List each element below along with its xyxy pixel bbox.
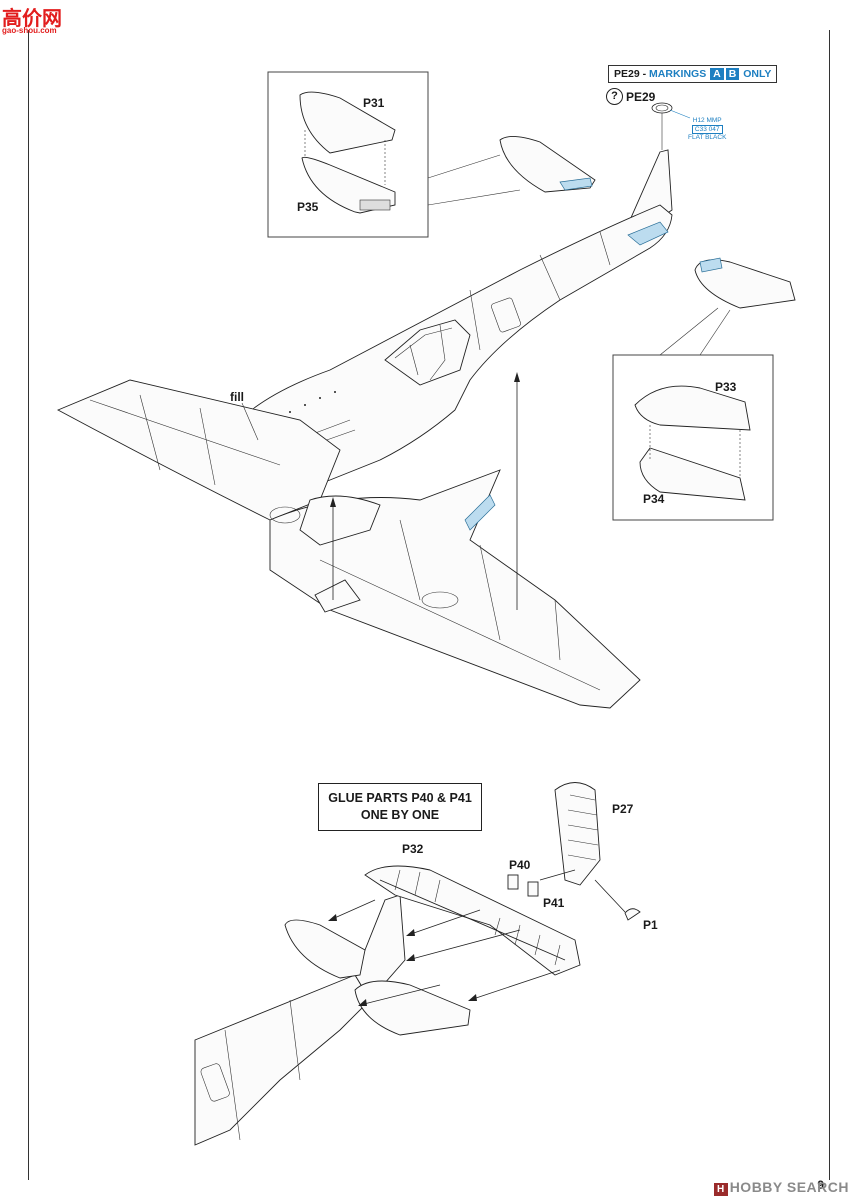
pe29-callout: ? PE29 xyxy=(606,88,655,105)
marking-a-badge: A xyxy=(710,68,724,80)
color-code-line1: H12 MMP xyxy=(692,117,722,124)
label-fill: fill xyxy=(230,390,244,404)
part-p1 xyxy=(624,908,641,921)
color-code-line2: C33 047 xyxy=(691,124,723,134)
cockpit xyxy=(384,319,471,386)
label-p31: P31 xyxy=(363,96,385,110)
part-p35 xyxy=(301,156,396,214)
part-p40 xyxy=(507,874,519,890)
label-p34: P34 xyxy=(643,492,665,506)
part-p34 xyxy=(639,447,746,501)
label-p41: P41 xyxy=(543,896,565,910)
part-p32 xyxy=(364,865,581,976)
left-stabilizer xyxy=(284,919,366,979)
inset-frame-elevator xyxy=(267,71,429,238)
left-wing xyxy=(56,379,341,521)
pe-note-markings: MARKINGS xyxy=(649,68,707,80)
hobby-badge: H xyxy=(713,1183,728,1196)
page-number: 9 xyxy=(817,1178,824,1192)
label-p35: P35 xyxy=(297,200,319,214)
part-p33 xyxy=(634,385,751,431)
marking-b-badge: B xyxy=(725,68,740,80)
tail-blue-section xyxy=(627,221,669,246)
optional-question-icon: ? xyxy=(606,88,623,105)
label-p40: P40 xyxy=(509,858,531,872)
pe29-label: PE29 xyxy=(626,89,656,104)
hobby-text: HOBBY SEARCH xyxy=(729,1179,849,1195)
upper-left-elevator xyxy=(499,136,596,193)
pe-note-suffix: ONLY xyxy=(743,68,772,80)
rear-fuselage xyxy=(194,974,371,1146)
glue-note-line2: ONE BY ONE xyxy=(360,808,440,822)
part-p31 xyxy=(299,91,396,154)
page-border xyxy=(28,30,830,1180)
label-p32: P32 xyxy=(402,842,424,856)
glue-note-line1: GLUE PARTS P40 & P41 xyxy=(328,791,472,805)
color-callout: H12 MMP C33 047 FLAT BLACK xyxy=(688,117,726,142)
glue-note: GLUE PARTS P40 & P41 ONE BY ONE xyxy=(318,783,482,831)
pe-note-prefix: PE29 - xyxy=(614,68,650,80)
part-p41 xyxy=(527,881,539,897)
watermark-logo: 高价网 xyxy=(2,8,62,30)
color-code-line3: FLAT BLACK xyxy=(688,134,727,141)
right-stabilizer xyxy=(354,980,471,1036)
part-p27 xyxy=(554,782,601,886)
label-p33: P33 xyxy=(715,380,737,394)
watermark-url: gao-shou.com xyxy=(2,26,57,35)
label-p27: P27 xyxy=(612,802,634,816)
label-p1: P1 xyxy=(643,918,658,932)
